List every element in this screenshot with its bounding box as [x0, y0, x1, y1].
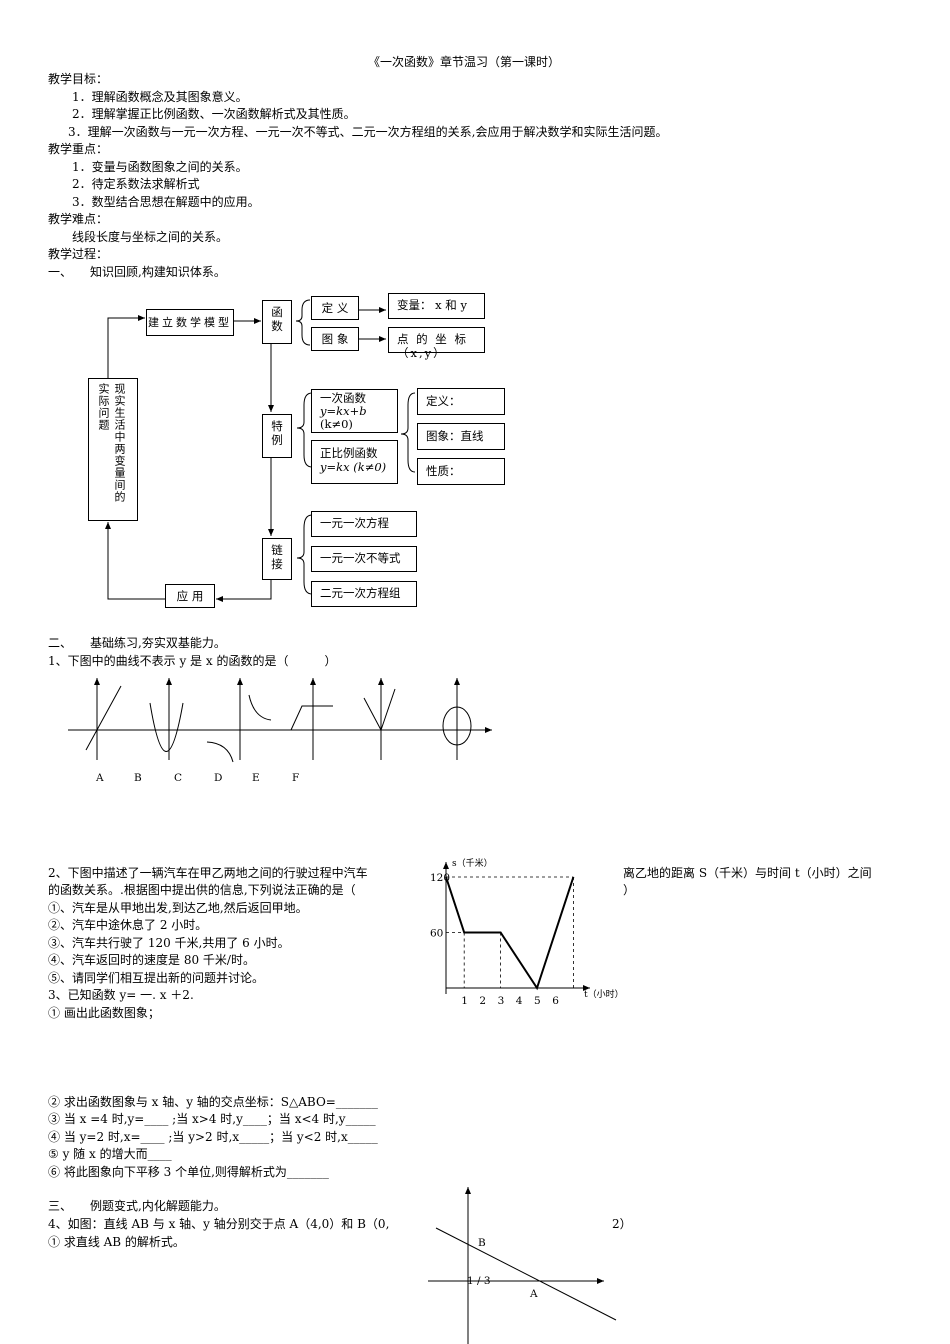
variable-box: 变量： x 和 y [388, 293, 485, 319]
q1-text: 1、下图中的曲线不表示 y 是 x 的函数的是（ ） [48, 654, 337, 668]
section-3: 三、 例题变式,内化解题能力。 [48, 1199, 226, 1213]
equation-box: 一元一次方程 [311, 511, 417, 537]
x-tick-label: 2 [479, 995, 486, 1007]
y-tick-label: 60 [430, 928, 443, 940]
proportional-label: 正比例函数 [320, 446, 378, 460]
process-heading: 教学过程： [48, 247, 109, 261]
q4-item-1: ① 求直线 AB 的解析式。 [48, 1235, 185, 1249]
y-axis-label: s（千米） [452, 857, 493, 869]
section-1: 一、 知识回顾,构建知识体系。 [48, 265, 226, 279]
func-box: 函数 [262, 300, 292, 344]
x-tick-label: 3 [498, 995, 505, 1007]
linear-condition: (k≠0) [320, 417, 353, 431]
inequality-box: 一元一次不等式 [311, 546, 417, 572]
q2-item-1: ①、汽车是从甲地出发,到达乙地,然后返回甲地。 [48, 901, 308, 915]
q4-line-right: 2） [612, 1217, 632, 1231]
goal-1: 1．理解函数概念及其图象意义。 [72, 90, 248, 104]
q3-item-4: ④ 当 y=2 时,x=____ ;当 y>2 时,x_____；当 y<2 时… [48, 1130, 378, 1144]
q2-item-5: ⑤、请同学们相互提出新的问题并讨论。 [48, 971, 265, 985]
page-number: 1 / 3 [467, 1275, 491, 1287]
difficult-item: 线段长度与坐标之间的关系。 [72, 230, 229, 244]
linear-formula: y=kx+b [320, 404, 367, 418]
q1-label-f: F [292, 772, 299, 784]
q2-item-2: ②、汽车中途休息了 2 小时。 [48, 918, 208, 932]
special-box: 特例 [262, 414, 292, 458]
x-tick-label: 4 [516, 995, 523, 1007]
link-box: 链接 [262, 538, 292, 580]
q1-label-a: A [95, 772, 104, 784]
x-tick-label: 1 [461, 995, 468, 1007]
real-problem-text: 现实生活中两变量间的实际问题 [97, 383, 126, 503]
q2-item-3: ③、汽车共行驶了 120 千米,共用了 6 小时。 [48, 936, 290, 950]
property-box: 性质： [417, 458, 505, 485]
q3-line: 3、已知函数 y= 一. x ＋2. [48, 988, 194, 1002]
q3-item-3: ③ 当 x =4 时,y=____ ;当 x>4 时,y____；当 x<4 时… [48, 1112, 376, 1126]
q1-label-c: C [174, 772, 182, 784]
graph-box: 图 象 [311, 327, 359, 351]
q4-label-a: A [529, 1288, 538, 1300]
key-3: 3．数型结合思想在解题中的应用。 [72, 195, 260, 209]
q2-item-4: ④、汽车返回时的速度是 80 千米/时。 [48, 953, 255, 967]
q3-item-2: ② 求出函数图象与 x 轴、y 轴的交点坐标：S△ABO=_______ [48, 1095, 378, 1109]
apply-box: 应 用 [165, 584, 215, 608]
key-heading: 教学重点： [48, 142, 109, 156]
q3-item-5: ⑤ y 随 x 的增大而____ [48, 1147, 172, 1161]
x-axis-label: t（小时） [584, 988, 624, 1000]
proportional-function-box: 正比例函数 y=kx (k≠0) [311, 440, 398, 484]
point-box: 点 的 坐 标（x,y） [388, 327, 485, 360]
q3-item-1: ① 画出此函数图象； [48, 1006, 160, 1020]
key-1: 1．变量与函数图象之间的关系。 [72, 160, 248, 174]
q2-line1-right: 离乙地的距离 S（千米）与时间 t（小时）之间 [623, 866, 872, 880]
q2-line1-left: 2、下图中描述了一辆汽车在甲乙两地之间的行驶过程中汽车 [48, 866, 368, 880]
goal-2: 2．理解掌握正比例函数、一次函数解析式及其性质。 [72, 107, 356, 121]
q1-label-d: D [214, 772, 222, 784]
y-tick-label: 120 [430, 872, 450, 884]
difficult-heading: 教学难点： [48, 212, 109, 226]
goals-heading: 教学目标： [48, 72, 109, 86]
proportional-formula: y=kx (k≠0) [320, 460, 387, 474]
q2-line2-left: 的函数关系。.根据图中提出供的信息,下列说法正确的是（ [48, 883, 356, 897]
x-tick-label: 5 [534, 995, 541, 1007]
q2-line2-right: ） [623, 883, 636, 897]
model-box: 建立数学模型 [146, 309, 234, 336]
q3-item-6: ⑥ 将此图象向下平移 3 个单位,则得解析式为_______ [48, 1165, 329, 1179]
key-2: 2．待定系数法求解析式 [72, 177, 200, 191]
definition2-box: 定义： [417, 388, 505, 415]
q1-label-b: B [134, 772, 142, 784]
linear-function-box: 一次函数 y=kx+b (k≠0) [311, 389, 398, 433]
q4-label-b: B [478, 1237, 486, 1249]
page-title: 《一次函数》章节温习（第一课时） [368, 55, 561, 69]
definition-box: 定 义 [311, 296, 359, 320]
system-box: 二元一次方程组 [311, 581, 417, 607]
x-tick-label: 6 [552, 995, 559, 1007]
q4-line-ab [435, 1227, 617, 1321]
linear-label: 一次函数 [320, 391, 366, 405]
graph2-box: 图象：直线 [417, 423, 505, 450]
section-2: 二、 基础练习,夯实双基能力。 [48, 636, 226, 650]
real-problem-box: 现实生活中两变量间的实际问题 [88, 378, 138, 521]
q1-label-e: E [252, 772, 260, 784]
distance-line [445, 876, 575, 991]
q4-line-left: 4、如图：直线 AB 与 x 轴、y 轴分别交于点 A（4,0）和 B（0, [48, 1217, 390, 1231]
goal-3: 3．理解一次函数与一元一次方程、一元一次不等式、二元一次方程组的关系,会应用于解… [68, 125, 668, 139]
